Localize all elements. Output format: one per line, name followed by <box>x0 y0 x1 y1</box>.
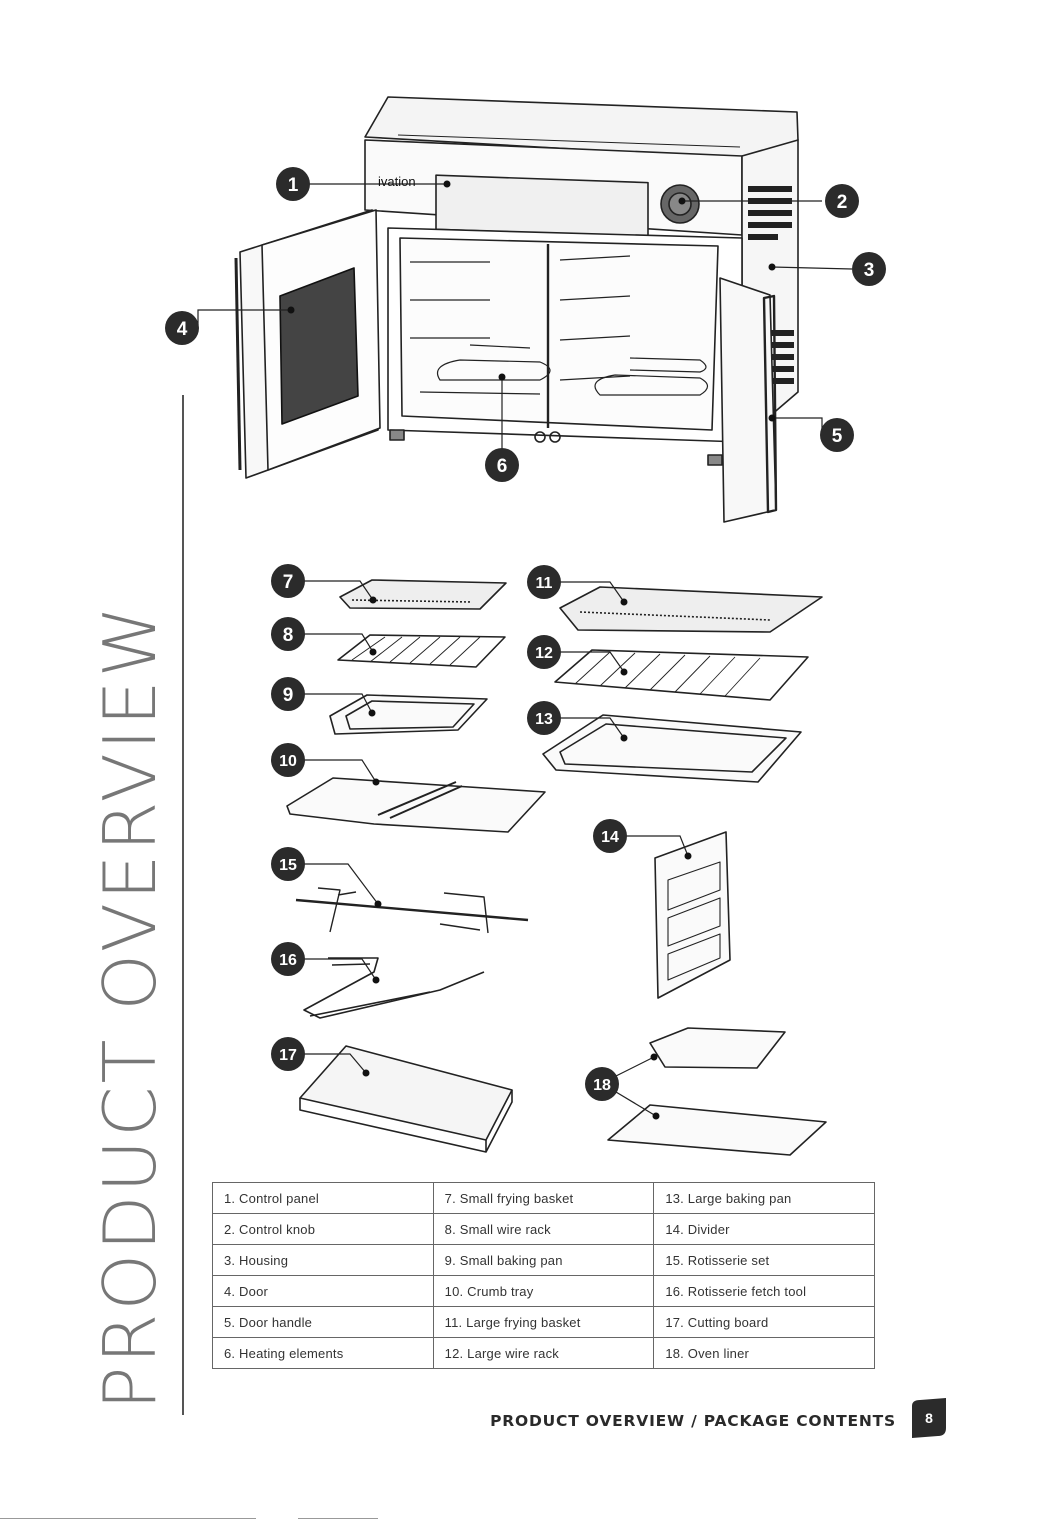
callout-17: 17 <box>271 1037 305 1071</box>
table-cell: 16. Rotisserie fetch tool <box>653 1275 875 1307</box>
svg-text:15: 15 <box>279 857 297 874</box>
page-number-badge: 8 <box>910 1398 948 1438</box>
table-cell: 5. Door handle <box>212 1306 434 1338</box>
svg-text:16: 16 <box>279 952 297 969</box>
table-cell: 15. Rotisserie set <box>653 1244 875 1276</box>
table-cell: 10. Crumb tray <box>432 1275 655 1307</box>
page-number: 8 <box>925 1410 933 1426</box>
svg-text:5: 5 <box>832 426 843 447</box>
table-cell: 11. Large frying basket <box>432 1306 655 1338</box>
table-row: 5. Door handle 11. Large frying basket 1… <box>212 1306 875 1338</box>
callout-15: 15 <box>271 847 305 881</box>
table-row: 2. Control knob 8. Small wire rack 14. D… <box>212 1213 875 1245</box>
svg-text:1: 1 <box>288 175 299 196</box>
callout-7: 7 <box>271 564 305 598</box>
callout-11: 11 <box>527 565 561 599</box>
callout-8: 8 <box>271 617 305 651</box>
callout-5: 5 <box>820 418 854 452</box>
callout-18: 18 <box>585 1067 619 1101</box>
oven-illustration: ivation 1 2 3 4 5 6 7 8 9 10 11 12 13 14… <box>165 96 886 1156</box>
table-cell: 17. Cutting board <box>653 1306 875 1338</box>
parts-table: 1. Control panel 7. Small frying basket … <box>212 1182 875 1369</box>
callout-3: 3 <box>852 252 886 286</box>
page-badge-shape <box>912 1398 946 1438</box>
table-cell: 3. Housing <box>212 1244 434 1276</box>
svg-text:12: 12 <box>535 645 553 662</box>
svg-text:4: 4 <box>177 319 188 340</box>
table-cell: 8. Small wire rack <box>432 1213 655 1245</box>
callout-13: 13 <box>527 701 561 735</box>
svg-text:17: 17 <box>279 1047 297 1064</box>
svg-text:9: 9 <box>283 685 294 706</box>
svg-text:13: 13 <box>535 711 553 728</box>
svg-text:2: 2 <box>837 192 848 213</box>
svg-text:8: 8 <box>283 625 294 646</box>
table-row: 1. Control panel 7. Small frying basket … <box>212 1182 875 1214</box>
control-panel <box>435 174 649 238</box>
table-row: 6. Heating elements 12. Large wire rack … <box>212 1337 875 1369</box>
callout-14: 14 <box>593 819 627 853</box>
callout-9: 9 <box>271 677 305 711</box>
table-row: 4. Door 10. Crumb tray 16. Rotisserie fe… <box>212 1275 875 1307</box>
table-cell: 14. Divider <box>653 1213 875 1245</box>
table-cell: 13. Large baking pan <box>653 1182 875 1214</box>
svg-text:3: 3 <box>864 260 875 281</box>
table-cell: 9. Small baking pan <box>432 1244 655 1276</box>
table-cell: 2. Control knob <box>212 1213 434 1245</box>
table-cell: 12. Large wire rack <box>432 1337 655 1369</box>
svg-text:18: 18 <box>593 1077 611 1094</box>
callout-2: 2 <box>825 184 859 218</box>
side-rule <box>182 395 184 1415</box>
scan-artifact <box>298 1518 378 1519</box>
scan-artifact <box>0 1518 256 1519</box>
table-cell: 7. Small frying basket <box>432 1182 655 1214</box>
svg-text:7: 7 <box>283 572 294 593</box>
callout-4: 4 <box>165 311 199 345</box>
callout-10: 10 <box>271 743 305 777</box>
svg-text:10: 10 <box>279 753 297 770</box>
svg-text:14: 14 <box>601 829 619 846</box>
footer-title: PRODUCT OVERVIEW / PACKAGE CONTENTS <box>490 1412 896 1430</box>
svg-text:11: 11 <box>536 575 553 592</box>
table-row: 3. Housing 9. Small baking pan 15. Rotis… <box>212 1244 875 1276</box>
callout-1: 1 <box>276 167 310 201</box>
callout-16: 16 <box>271 942 305 976</box>
table-cell: 6. Heating elements <box>212 1337 434 1369</box>
svg-text:6: 6 <box>497 456 508 477</box>
table-cell: 4. Door <box>212 1275 434 1307</box>
table-cell: 1. Control panel <box>212 1182 434 1214</box>
callout-12: 12 <box>527 635 561 669</box>
table-cell: 18. Oven liner <box>653 1337 875 1369</box>
brand-logo: ivation <box>378 174 416 189</box>
callout-6: 6 <box>485 448 519 482</box>
